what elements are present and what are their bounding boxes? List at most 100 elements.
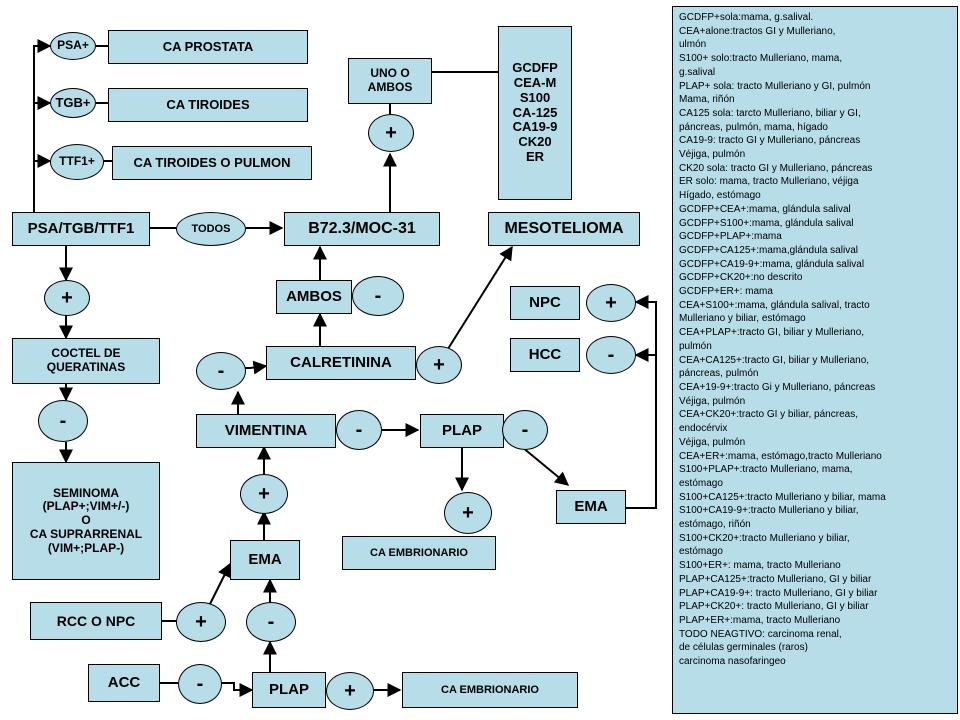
edge-ema-right-npc-hcc bbox=[626, 295, 657, 509]
legend-line: ulmón bbox=[679, 39, 707, 51]
hcc-node[interactable]: HCC bbox=[510, 338, 580, 372]
legend-line: PLAP+CA19-9+: tracto Mulleriano, GI y bi… bbox=[679, 587, 878, 599]
legend-line: GCDFP+CA125+:mama,glándula salival bbox=[679, 244, 858, 256]
plus-rcc-node[interactable]: + bbox=[176, 602, 226, 642]
legend-line: CEA+ER+:mama, estómago,tracto Mulleriano bbox=[679, 450, 882, 462]
minus-calretinina-node[interactable]: - bbox=[196, 352, 246, 390]
marker-panel-node[interactable]: GCDFP CEA-M S100 CA-125 CA19-9 CK20 ER bbox=[498, 26, 572, 200]
ca-embrionario-bottom-node[interactable]: CA EMBRIONARIO bbox=[402, 672, 578, 708]
legend-line: S100+CK20+:tracto Mulleriano y biliar, bbox=[679, 532, 850, 544]
legend-line: S100+CA125+:tracto Mulleriano y biliar, … bbox=[679, 491, 886, 503]
legend-line: Hígado, estómago bbox=[679, 190, 761, 202]
acc-node[interactable]: ACC bbox=[88, 664, 160, 702]
legend-line: S100+ solo:tracto Mulleriano, mama, bbox=[679, 53, 843, 65]
legend-line: CEA+CA125+:tracto GI, biliar y Mullerian… bbox=[679, 354, 870, 366]
legend-line: páncreas, pulmón bbox=[679, 368, 759, 380]
legend-line: GCDFP+CA19-9+:mama, glándula salival bbox=[679, 258, 865, 270]
legend-line: endocérvix bbox=[679, 423, 728, 435]
ambos-node[interactable]: AMBOS bbox=[276, 280, 352, 314]
ema-mid-node[interactable]: EMA bbox=[230, 540, 300, 580]
edge-plus-ema-mid bbox=[209, 562, 231, 605]
legend-line: estómago bbox=[679, 477, 723, 489]
legend-line: CEA+alone:tractos GI y Mulleriano, bbox=[679, 25, 836, 37]
plap-bottom-node[interactable]: PLAP bbox=[252, 672, 326, 708]
legend-line: estómago bbox=[679, 546, 723, 558]
edge-bracket-to-psa bbox=[33, 39, 52, 212]
minus-hcc-node[interactable]: - bbox=[586, 336, 636, 374]
plus-plap-mid-node[interactable]: + bbox=[444, 492, 492, 534]
plus-vimentina-node[interactable]: + bbox=[240, 474, 288, 514]
edge-minus-plap-bottom bbox=[220, 682, 254, 697]
legend-line: S100+PLAP+:tracto Mulleriano, mama, bbox=[679, 464, 853, 476]
legend-line: Véjiga, pulmón bbox=[679, 395, 746, 407]
legend-line: Véjiga, pulmón bbox=[679, 149, 746, 161]
ca-tiroides-node[interactable]: CA TIROIDES bbox=[108, 88, 308, 122]
uno-o-ambos-node[interactable]: UNO O AMBOS bbox=[348, 58, 432, 104]
legend-line: de células germinales (raros) bbox=[679, 642, 808, 654]
legend-line: Véjiga, pulmón bbox=[679, 436, 746, 448]
ca-prostata-node[interactable]: CA PROSTATA bbox=[108, 30, 308, 64]
minus-ambos-node[interactable]: - bbox=[352, 276, 404, 316]
legend-line: GCDFP+S100+:mama, glándula salival bbox=[679, 217, 854, 229]
legend-line: PLAP+ sola: tracto Mulleriano y GI, pulm… bbox=[679, 80, 871, 92]
minus-plap-mid-node[interactable]: - bbox=[502, 410, 548, 450]
legend-line: CEA+CK20+:tracto GI y biliar, páncreas, bbox=[679, 409, 858, 421]
legend-line: pulmón bbox=[679, 340, 712, 352]
legend-line: S100+ER+: mama, tracto Mulleriano bbox=[679, 560, 841, 572]
ttf1-positive-node[interactable]: TTF1+ bbox=[50, 144, 104, 180]
todos-node[interactable]: TODOS bbox=[176, 212, 246, 246]
legend-line: GCDFP+PLAP+:mama bbox=[679, 231, 782, 243]
legend-line: estómago, riñón bbox=[679, 519, 751, 531]
legend-line: GCDFP+CEA+:mama, glándula salival bbox=[679, 203, 851, 215]
plus-plap-bottom-node[interactable]: + bbox=[326, 672, 374, 710]
minus-vimentina-node[interactable]: - bbox=[336, 410, 382, 450]
minus-ema-node[interactable]: - bbox=[246, 602, 296, 642]
psa-tgb-ttf1-node[interactable]: PSA/TGB/TTF1 bbox=[12, 212, 150, 246]
legend-line: PLAP+ER+:mama, tracto Mulleriano bbox=[679, 614, 841, 626]
calretinina-node[interactable]: CALRETININA bbox=[266, 346, 416, 380]
plus-left-node[interactable]: + bbox=[44, 280, 90, 316]
legend-line: páncreas, pulmón, mama, hígado bbox=[679, 121, 828, 133]
b72-moc31-node[interactable]: B72.3/MOC-31 bbox=[284, 212, 440, 246]
legend-line: GCDFP+ER+: mama bbox=[679, 286, 773, 298]
legend-line: TODO NEAGTIVO: carcinoma renal, bbox=[679, 628, 842, 640]
ema-right-node[interactable]: EMA bbox=[556, 490, 626, 524]
legend-line: Mama, riñón bbox=[679, 94, 735, 106]
legend-line: ER solo: mama, tracto Mulleriano, véjiga bbox=[679, 176, 859, 188]
legend-line: Mulleriano y biliar, estómago bbox=[679, 313, 806, 325]
legend-line: CEA+S100+:mama, glándula salival, tracto bbox=[679, 299, 870, 311]
npc-node[interactable]: NPC bbox=[510, 286, 580, 320]
seminoma-node[interactable]: SEMINOMA (PLAP+;VIM+/-) O CA SUPRARRENAL… bbox=[12, 462, 160, 580]
minus-coctel-node[interactable]: - bbox=[38, 400, 88, 442]
minus-acc-node[interactable]: - bbox=[178, 664, 222, 704]
edge-plap-ema-right bbox=[521, 446, 570, 486]
legend-line: S100+CA19-9+:tracto Mulleriano y biliar, bbox=[679, 505, 859, 517]
legend-line: GCDFP+CK20+:no descrito bbox=[679, 272, 803, 284]
psa-positive-node[interactable]: PSA+ bbox=[50, 32, 96, 60]
ca-tiroides-pulmon-node[interactable]: CA TIROIDES O PULMON bbox=[112, 146, 312, 180]
ca-embrionario-mid-node[interactable]: CA EMBRIONARIO bbox=[342, 536, 496, 570]
legend-line: g.salival bbox=[679, 66, 716, 78]
legend-line: CEA+19-9+:tracto Gi y Mulleriano, páncre… bbox=[679, 381, 876, 393]
legend-line: CA19-9: tracto GI y Mulleriano, páncreas bbox=[679, 135, 861, 147]
legend-line: PLAP+CA125+:tracto Mulleriano, GI y bili… bbox=[679, 573, 872, 585]
tgb-positive-node[interactable]: TGB+ bbox=[50, 88, 96, 118]
mesotelioma-node[interactable]: MESOTELIOMA bbox=[488, 212, 640, 246]
legend-line: GCDFP+sola:mama, g.salival. bbox=[679, 12, 814, 23]
legend-line: CEA+PLAP+:tracto GI, biliar y Mulleriano… bbox=[679, 327, 865, 339]
legend-line: CK20 sola: tracto GI y Mulleriano, páncr… bbox=[679, 162, 873, 174]
edge-calretinina-mesotelioma bbox=[445, 245, 513, 353]
legend-line: carcinoma nasofaringeo bbox=[679, 656, 786, 668]
plus-calretinina-node[interactable]: + bbox=[416, 346, 462, 384]
rcc-o-npc-node[interactable]: RCC O NPC bbox=[30, 602, 162, 640]
vimentina-node[interactable]: VIMENTINA bbox=[196, 414, 336, 448]
plus-npc-node[interactable]: + bbox=[586, 284, 636, 322]
plap-mid-node[interactable]: PLAP bbox=[420, 414, 504, 448]
plus-top-node[interactable]: + bbox=[368, 114, 414, 152]
legend-line: CA125 sola: tarcto Mulleriano, biliar y … bbox=[679, 107, 861, 119]
legend-line: PLAP+CK20+: tracto Mulleriano, GI y bili… bbox=[679, 601, 869, 613]
marker-combinations-legend: GCDFP+sola:mama, g.salival. CEA+alone:tra… bbox=[672, 6, 958, 714]
coctel-queratinas-node[interactable]: COCTEL DE QUERATINAS bbox=[12, 338, 160, 384]
